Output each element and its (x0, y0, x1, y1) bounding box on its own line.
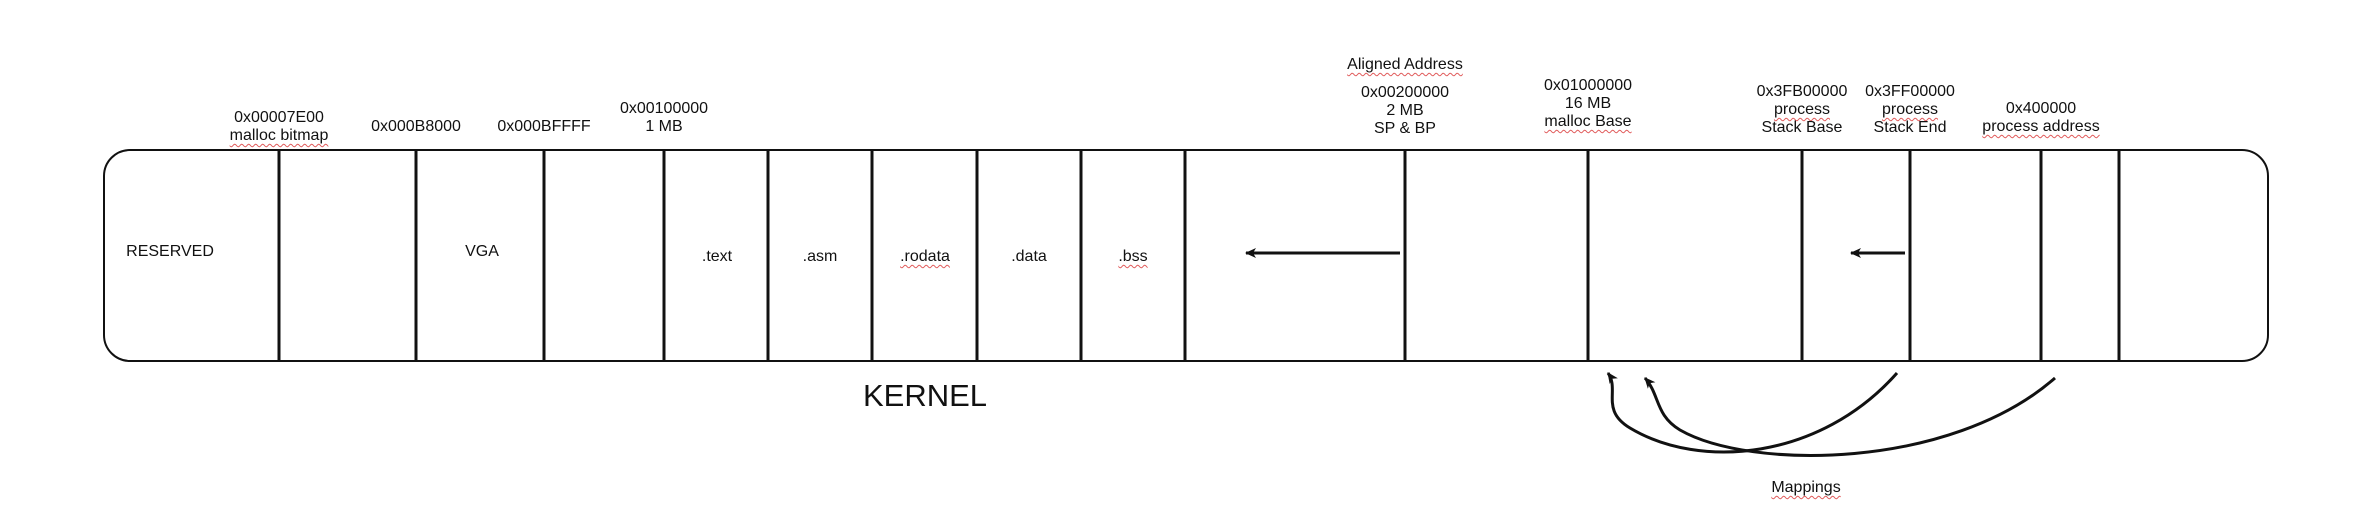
addr-stack-base-label1: process (1773, 101, 1831, 118)
addr-malloc-base-value: 0x01000000 (1543, 77, 1633, 94)
addr-vga-start: 0x000B8000 (371, 118, 461, 136)
segment-asm: .asm (802, 248, 838, 265)
addr-aligned-title: Aligned Address (1347, 56, 1463, 73)
segment-vga: VGA (465, 243, 499, 260)
addr-process-label: process address (1982, 118, 2100, 135)
segment-reserved: RESERVED (126, 243, 214, 260)
addr-process: 0x400000 process address (1982, 100, 2099, 136)
addr-malloc-base-size: 16 MB (1564, 95, 1612, 112)
addr-process-value: 0x400000 (2005, 100, 2077, 117)
segment-data: .data (1011, 248, 1047, 265)
addr-vga-end: 0x000BFFFF (497, 118, 590, 136)
addr-stack-end: 0x3FF00000 process Stack End (1865, 83, 1955, 137)
addr-vga-start-value: 0x000B8000 (371, 118, 461, 135)
addr-malloc-bitmap: 0x00007E00 malloc bitmap (230, 109, 329, 145)
mapping-curve-stack (1606, 372, 1899, 454)
addr-stack-base: 0x3FB00000 process Stack Base (1757, 83, 1848, 137)
addr-kernel-start-size: 1 MB (645, 118, 683, 135)
addr-aligned: Aligned Address 0x00200000 2 MB SP & BP (1347, 56, 1463, 138)
addr-malloc-base: 0x01000000 16 MB malloc Base (1544, 77, 1632, 131)
segment-bss: .bss (1118, 248, 1148, 265)
addr-aligned-label: SP & BP (1374, 120, 1436, 137)
addr-aligned-size: 2 MB (1386, 102, 1424, 119)
segment-text: .text (701, 248, 733, 265)
addr-kernel-start: 0x00100000 1 MB (620, 100, 708, 136)
addr-malloc-bitmap-value: 0x00007E00 (234, 109, 324, 126)
mapping-curve-process (1643, 376, 2056, 457)
segment-rodata: .rodata (900, 248, 950, 265)
kernel-label: KERNEL (862, 378, 988, 413)
addr-stack-base-label2: Stack Base (1761, 119, 1843, 136)
addr-stack-end-label1: process (1881, 101, 1939, 118)
addr-aligned-value: 0x00200000 (1360, 84, 1450, 101)
mappings-label: Mappings (1771, 479, 1841, 496)
addr-malloc-bitmap-label: malloc bitmap (229, 127, 329, 144)
addr-malloc-base-label: malloc Base (1544, 113, 1632, 130)
addr-vga-end-value: 0x000BFFFF (497, 118, 591, 135)
addr-stack-end-value: 0x3FF00000 (1865, 83, 1955, 100)
addr-kernel-start-value: 0x00100000 (619, 100, 709, 117)
addr-stack-end-label2: Stack End (1873, 119, 1947, 136)
addr-stack-base-value: 0x3FB00000 (1756, 83, 1848, 100)
